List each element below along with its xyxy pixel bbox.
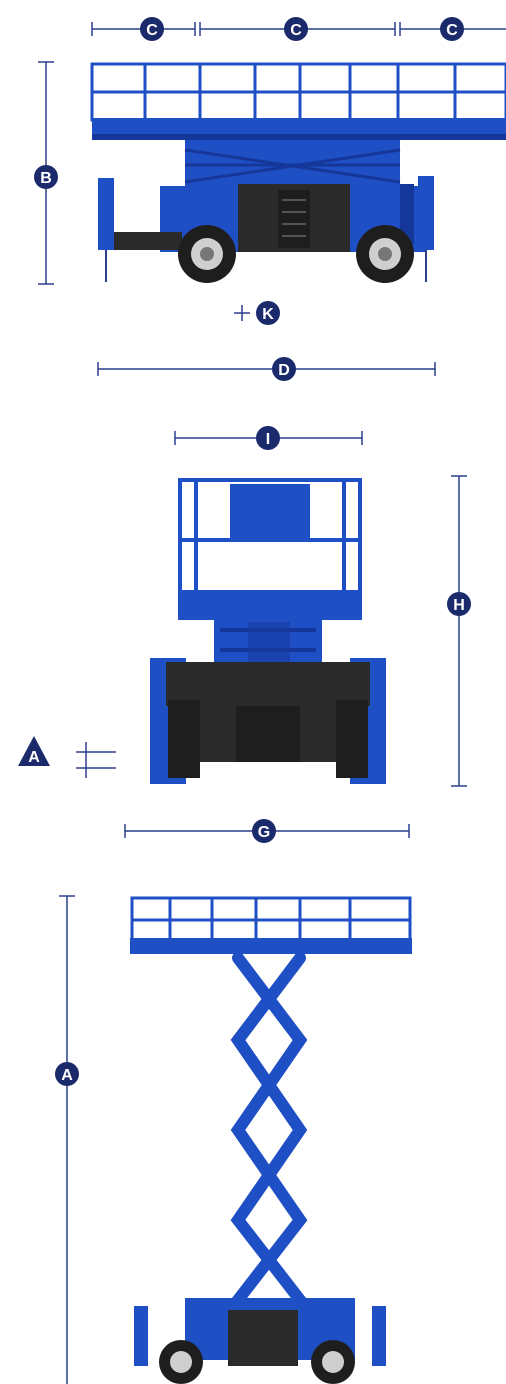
rear-chassis — [150, 658, 386, 784]
svg-text:C: C — [446, 22, 458, 39]
svg-text:A: A — [61, 1067, 73, 1084]
svg-text:C: C — [146, 22, 158, 39]
dimension-d-line — [97, 362, 436, 376]
wheel-rear — [356, 225, 414, 283]
platform-deck-shadow — [92, 134, 506, 140]
svg-text:A: A — [28, 749, 40, 766]
svg-text:I: I — [266, 431, 270, 448]
outrigger-right — [400, 176, 434, 282]
extended-platform-rail — [130, 896, 412, 942]
label-c-2: C — [284, 17, 308, 41]
rear-gate-panel — [230, 484, 310, 538]
rear-platform-deck — [178, 590, 362, 620]
extended-platform-deck — [130, 938, 412, 954]
label-i: I — [256, 426, 280, 450]
wheel-front — [178, 225, 236, 283]
dimension-h-line — [451, 475, 467, 787]
svg-text:H: H — [453, 597, 465, 614]
ground-clearance-icon — [76, 742, 116, 778]
label-k: K — [256, 301, 280, 325]
side-view-extended: A — [55, 895, 412, 1384]
rear-platform-rail — [178, 478, 362, 594]
label-c-3: C — [440, 17, 464, 41]
label-d: D — [272, 357, 296, 381]
rear-view-stowed: I H — [18, 426, 471, 843]
wheel-rear-extended — [311, 1340, 355, 1384]
wheel-front-extended — [159, 1340, 203, 1384]
dimension-a-line — [59, 895, 75, 1384]
scissor-stack-stowed — [184, 140, 401, 192]
label-c-1: C — [140, 17, 164, 41]
outrigger-left — [98, 178, 114, 282]
svg-text:B: B — [40, 170, 52, 187]
svg-text:C: C — [290, 22, 302, 39]
label-g: G — [252, 819, 276, 843]
svg-text:K: K — [262, 306, 274, 323]
label-h: H — [447, 592, 471, 616]
crosshair-icon — [234, 305, 250, 321]
svg-text:D: D — [278, 362, 290, 379]
label-a: A — [55, 1062, 79, 1086]
label-a-triangle: A — [18, 736, 50, 766]
svg-text:G: G — [258, 824, 270, 841]
label-b: B — [34, 165, 58, 189]
side-view-stowed: C C C B — [34, 17, 506, 381]
platform-deck — [92, 118, 506, 136]
